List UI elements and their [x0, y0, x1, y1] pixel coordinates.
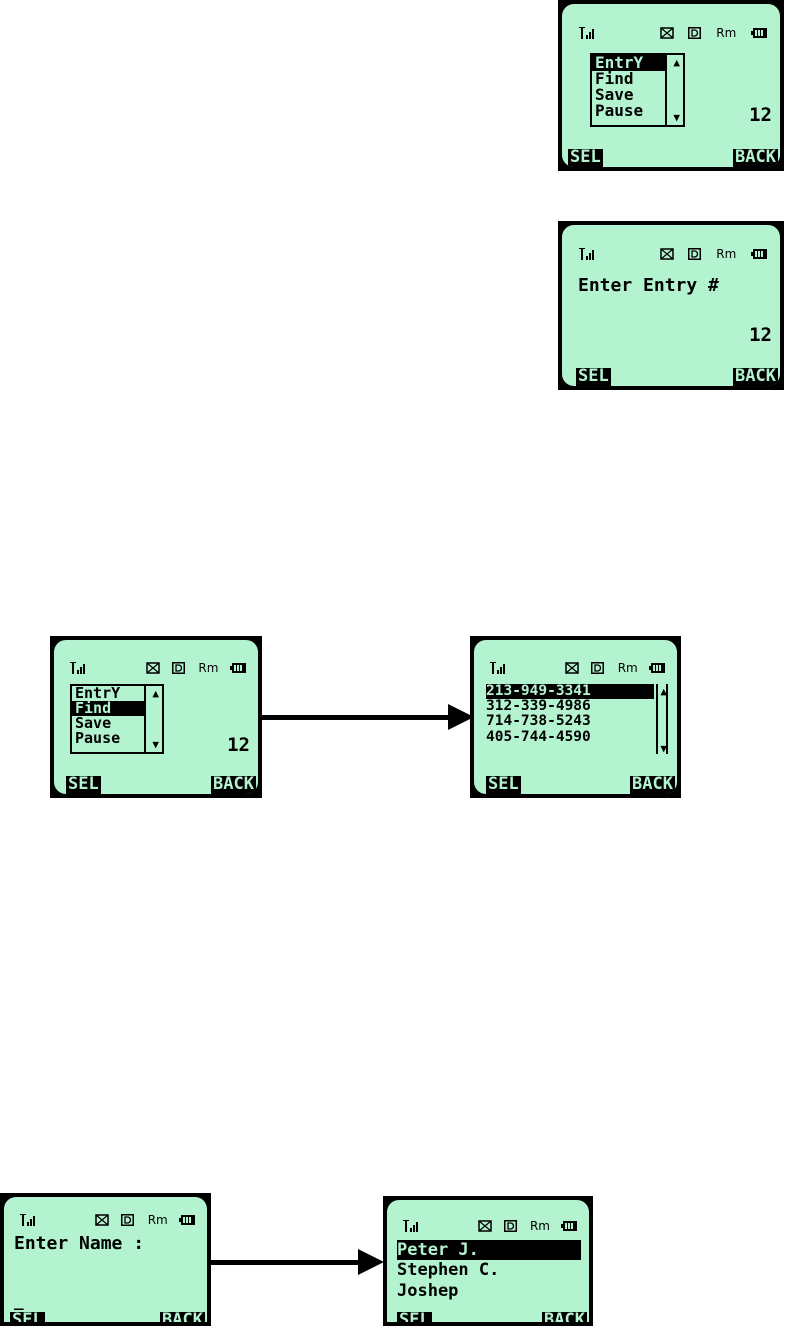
phone-screen-enter-entry: Rm Enter Entry # 12 SEL BACK [558, 221, 784, 390]
scroll-down-arrow-icon[interactable]: ▼ [673, 112, 680, 123]
list-item[interactable]: Peter J. [397, 1240, 581, 1260]
phone-screen-enter-name: Rm Enter Name : _ SEL BACK [0, 1193, 211, 1326]
flow-arrow-line [262, 715, 452, 720]
softkey-select[interactable]: SEL [10, 1312, 45, 1322]
phone-screen-name-list: Rm Peter J. Stephen C. Joshep SEL BACK [383, 1196, 593, 1326]
scroll-up-arrow-icon[interactable]: ▲ [152, 688, 159, 699]
roaming-indicator: Rm [716, 27, 736, 39]
scrollbar[interactable] [665, 55, 667, 125]
status-bar: Rm [490, 662, 665, 674]
list-item[interactable]: 312-339-4986 [486, 699, 668, 714]
lcd-display: Rm EntrY Find Save Pause ▲ ▼ 12 SEL BACK [54, 640, 258, 794]
signal-strength-icon [579, 27, 595, 39]
digital-mode-icon [591, 662, 604, 674]
digital-mode-icon [688, 248, 701, 260]
phone-screen-number-list: Rm 213-949-3341 312-339-4986 714-738-524… [470, 636, 681, 798]
status-bar: Rm [579, 27, 766, 39]
list-item[interactable]: Joshep [397, 1281, 583, 1301]
softkey-back[interactable]: BACK [211, 776, 256, 794]
entry-count: 12 [749, 104, 772, 126]
signal-strength-icon [403, 1220, 419, 1232]
signal-strength-icon [20, 1214, 36, 1226]
scroll-down-arrow-icon[interactable]: ▼ [152, 739, 159, 750]
battery-icon [649, 662, 665, 674]
message-envelope-icon [95, 1214, 109, 1226]
status-bar: Rm [579, 248, 766, 260]
phone-screen-menu-find: Rm EntrY Find Save Pause ▲ ▼ 12 SEL BACK [50, 636, 262, 798]
digital-mode-icon [504, 1220, 517, 1232]
message-envelope-icon [660, 248, 674, 260]
phone-number-list: 213-949-3341 312-339-4986 714-738-5243 4… [486, 684, 668, 754]
message-envelope-icon [146, 662, 160, 674]
lcd-display: Rm Enter Name : _ SEL BACK [4, 1197, 207, 1322]
roaming-indicator: Rm [716, 248, 736, 260]
roaming-indicator: Rm [530, 1220, 550, 1232]
softkey-back[interactable]: BACK [542, 1312, 587, 1322]
entry-count: 12 [227, 734, 250, 756]
softkey-select[interactable]: SEL [486, 776, 521, 794]
list-item[interactable]: 405-744-4590 [486, 730, 668, 745]
text-cursor[interactable]: _ [14, 1291, 24, 1310]
softkey-back[interactable]: BACK [733, 368, 778, 386]
phone-screen-menu-entry: Rm EntrY Find Save Pause ▲ ▼ 12 SEL BACK [558, 0, 784, 171]
name-prompt: Enter Name : [14, 1233, 144, 1254]
signal-strength-icon [490, 662, 506, 674]
list-item[interactable]: Stephen C. [397, 1260, 583, 1280]
roaming-indicator: Rm [198, 662, 218, 674]
lcd-display: Rm Enter Entry # 12 SEL BACK [562, 225, 780, 386]
digital-mode-icon [121, 1214, 134, 1226]
battery-icon [751, 248, 767, 260]
entry-count: 12 [749, 324, 772, 346]
battery-icon [751, 27, 767, 39]
message-envelope-icon [565, 662, 579, 674]
flow-arrow-line [211, 1260, 361, 1265]
lcd-display: Rm 213-949-3341 312-339-4986 714-738-524… [474, 640, 677, 794]
digital-mode-icon [688, 27, 701, 39]
battery-icon [561, 1220, 577, 1232]
softkey-back[interactable]: BACK [733, 149, 778, 167]
softkey-select[interactable]: SEL [66, 776, 101, 794]
phonebook-menu: EntrY Find Save Pause ▲ ▼ [590, 53, 685, 127]
message-envelope-icon [478, 1220, 492, 1232]
message-envelope-icon [660, 27, 674, 39]
softkey-back[interactable]: BACK [630, 776, 675, 794]
roaming-indicator: Rm [618, 662, 638, 674]
softkey-select[interactable]: SEL [576, 368, 611, 386]
list-item[interactable]: 714-738-5243 [486, 714, 668, 729]
signal-strength-icon [579, 248, 595, 260]
menu-item-pause[interactable]: Pause [592, 103, 683, 119]
softkey-back[interactable]: BACK [160, 1312, 205, 1322]
signal-strength-icon [70, 662, 86, 674]
battery-icon [179, 1214, 195, 1226]
scroll-down-arrow-icon[interactable]: ▼ [660, 743, 667, 754]
softkey-select[interactable]: SEL [397, 1312, 432, 1322]
scroll-up-arrow-icon[interactable]: ▲ [660, 686, 667, 697]
lcd-display: Rm EntrY Find Save Pause ▲ ▼ 12 SEL BACK [562, 4, 780, 167]
lcd-display: Rm Peter J. Stephen C. Joshep SEL BACK [387, 1200, 589, 1322]
scroll-up-arrow-icon[interactable]: ▲ [673, 57, 680, 68]
battery-icon [230, 662, 246, 674]
menu-item-pause[interactable]: Pause [72, 731, 162, 746]
flow-arrow-head-icon [358, 1249, 384, 1275]
softkey-select[interactable]: SEL [568, 149, 603, 167]
name-list: Peter J. Stephen C. Joshep [397, 1240, 583, 1301]
status-bar: Rm [20, 1214, 195, 1226]
status-bar: Rm [403, 1220, 577, 1232]
status-bar: Rm [70, 662, 245, 674]
scrollbar[interactable] [144, 686, 146, 752]
entry-prompt: Enter Entry # [578, 275, 719, 296]
roaming-indicator: Rm [148, 1214, 168, 1226]
digital-mode-icon [172, 662, 185, 674]
phonebook-menu: EntrY Find Save Pause ▲ ▼ [70, 684, 164, 754]
list-item[interactable]: 213-949-3341 [486, 684, 654, 699]
